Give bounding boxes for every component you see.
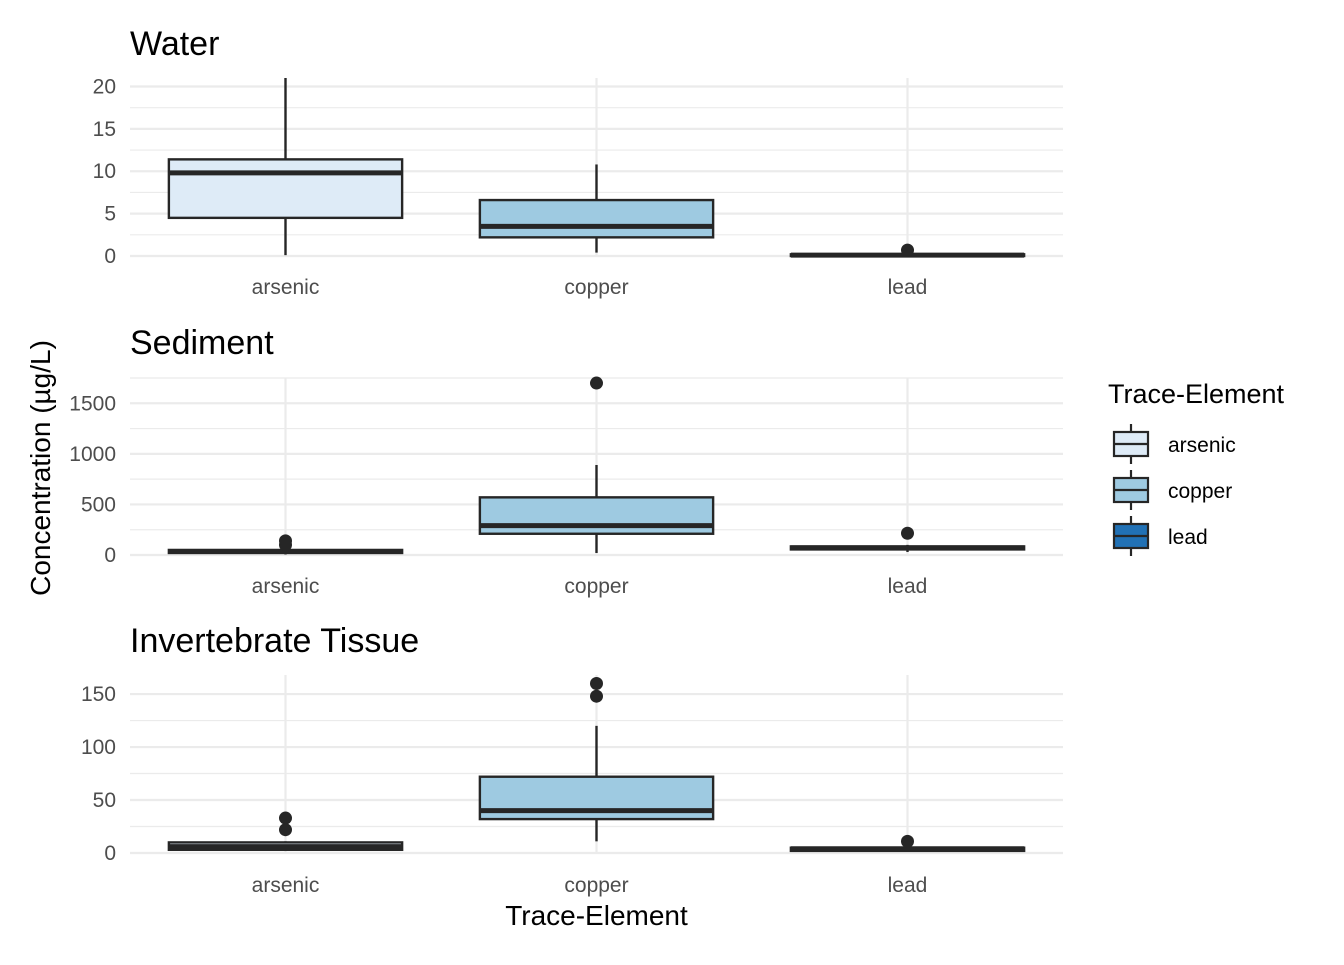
outlier-point-invertebrate-tissue-arsenic bbox=[279, 823, 292, 837]
y-tick-label-water: 5 bbox=[104, 203, 116, 226]
y-tick-label-sediment: 500 bbox=[81, 493, 116, 516]
x-axis-title: Trace-Element bbox=[505, 900, 688, 931]
y-tick-label-invertebrate-tissue: 0 bbox=[104, 842, 116, 865]
panel-title-water: Water bbox=[130, 25, 219, 63]
panel-title-invertebrate-tissue: Invertebrate Tissue bbox=[130, 622, 419, 660]
x-tick-label-water: arsenic bbox=[252, 276, 320, 299]
legend-label-arsenic: arsenic bbox=[1168, 434, 1236, 457]
x-tick-label-invertebrate-tissue: arsenic bbox=[252, 874, 320, 897]
y-tick-label-sediment: 0 bbox=[104, 544, 116, 567]
legend-title: Trace-Element bbox=[1108, 379, 1285, 409]
box-water-arsenic bbox=[167, 158, 404, 220]
y-tick-label-water: 20 bbox=[93, 75, 116, 98]
outlier-point-water-lead bbox=[901, 243, 914, 257]
outlier-point-invertebrate-tissue-lead bbox=[901, 834, 914, 848]
x-tick-label-water: lead bbox=[888, 276, 928, 299]
y-axis-title: Concentration (µg/L) bbox=[25, 340, 56, 596]
legend-label-lead: lead bbox=[1168, 526, 1208, 549]
y-tick-label-invertebrate-tissue: 100 bbox=[81, 736, 116, 759]
outlier-point-invertebrate-tissue-copper bbox=[590, 689, 603, 703]
y-tick-label-water: 0 bbox=[104, 245, 116, 268]
x-tick-label-sediment: arsenic bbox=[252, 575, 320, 598]
x-tick-label-water: copper bbox=[564, 276, 628, 299]
outlier-point-sediment-copper bbox=[590, 376, 603, 390]
y-tick-label-water: 10 bbox=[93, 160, 116, 183]
x-tick-label-sediment: lead bbox=[888, 575, 928, 598]
y-tick-label-sediment: 1000 bbox=[69, 443, 116, 466]
outlier-point-invertebrate-tissue-copper bbox=[590, 676, 603, 690]
x-tick-label-invertebrate-tissue: copper bbox=[564, 874, 628, 897]
outlier-point-sediment-lead bbox=[901, 526, 914, 540]
legend-label-copper: copper bbox=[1168, 480, 1232, 503]
y-tick-label-sediment: 1500 bbox=[69, 392, 116, 415]
x-tick-label-invertebrate-tissue: lead bbox=[888, 874, 928, 897]
y-tick-label-invertebrate-tissue: 150 bbox=[81, 683, 116, 706]
box-sediment-copper bbox=[478, 496, 715, 535]
y-tick-label-invertebrate-tissue: 50 bbox=[93, 789, 116, 812]
panel-title-sediment: Sediment bbox=[130, 324, 274, 362]
outlier-point-sediment-arsenic bbox=[279, 534, 292, 548]
y-tick-label-water: 15 bbox=[93, 118, 116, 141]
x-tick-label-sediment: copper bbox=[564, 575, 628, 598]
outlier-point-invertebrate-tissue-arsenic bbox=[279, 811, 292, 825]
box-water-copper bbox=[478, 198, 715, 239]
